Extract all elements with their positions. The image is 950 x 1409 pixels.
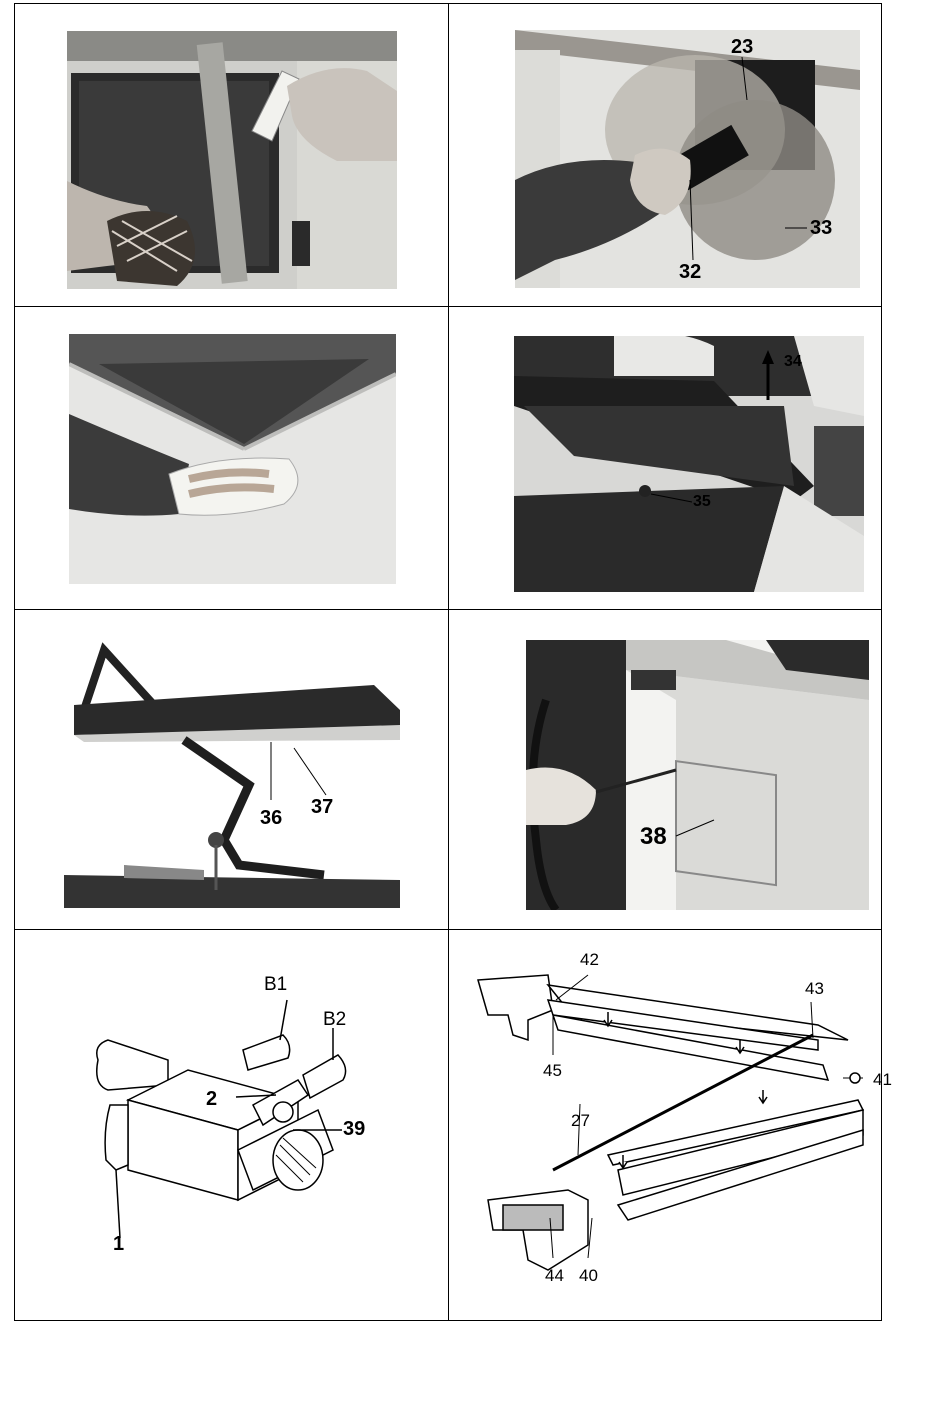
callout-1: 1 [113, 1234, 124, 1254]
callout-43: 43 [805, 980, 824, 997]
callout-27: 27 [571, 1112, 590, 1129]
callout-44: 44 [545, 1267, 564, 1284]
table-divider-row2 [14, 609, 882, 610]
drawing-adjustment-block [88, 960, 388, 1260]
photo-panel-leader [526, 640, 869, 910]
photo-wiping-surface [69, 334, 396, 584]
table-divider-vertical [448, 3, 449, 1321]
drawing-seal-bar [468, 960, 878, 1305]
callout-33: 33 [810, 218, 832, 238]
callout-b2: B2 [323, 1010, 346, 1029]
callout-38: 38 [640, 825, 667, 849]
callout-b1: B1 [264, 975, 287, 994]
table-divider-row1 [14, 306, 882, 307]
callout-23: 23 [731, 37, 753, 57]
photo-arm-leaders [64, 640, 400, 908]
photo-lid-leaders [514, 336, 864, 592]
callout-34: 34 [784, 354, 802, 370]
photo-disc-leaders [515, 30, 860, 288]
callout-2: 2 [206, 1089, 217, 1109]
callout-32: 32 [679, 262, 701, 282]
callout-45: 45 [543, 1062, 562, 1079]
callout-39: 39 [343, 1119, 365, 1139]
callout-41: 41 [873, 1071, 892, 1088]
callout-37: 37 [311, 797, 333, 817]
photo-cleaning-frame [67, 31, 397, 289]
table-divider-row3 [14, 929, 882, 930]
callout-35: 35 [693, 494, 711, 510]
callout-40: 40 [579, 1267, 598, 1284]
callout-36: 36 [260, 808, 282, 828]
callout-42: 42 [580, 951, 599, 968]
